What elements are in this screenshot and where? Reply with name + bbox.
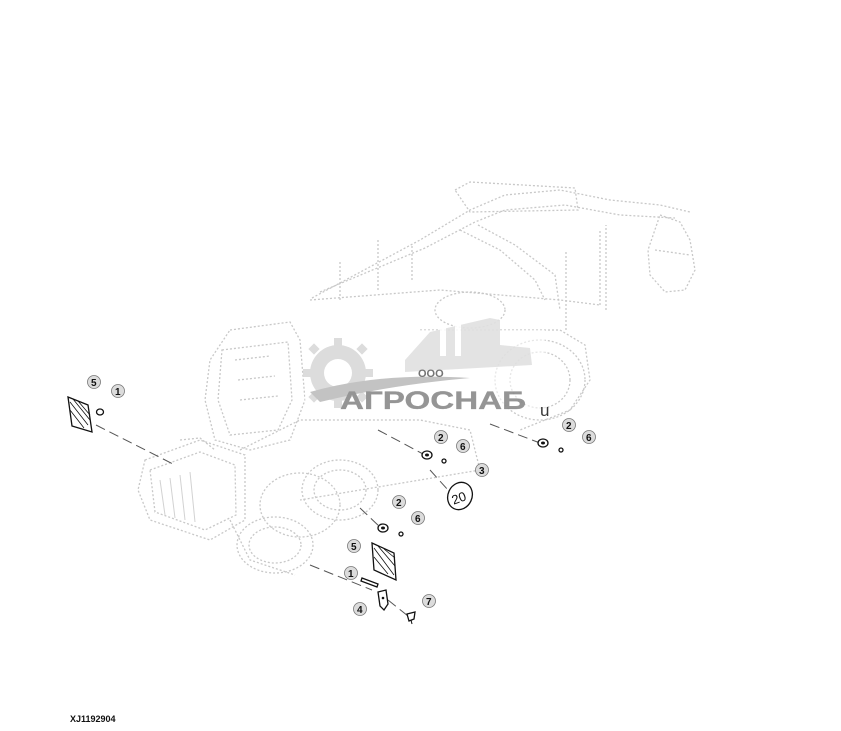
svg-text:2: 2 (438, 433, 444, 444)
forwarder-machine-outline (137, 181, 696, 576)
svg-text:4: 4 (357, 605, 363, 616)
callout-2-center: 2 (434, 430, 448, 444)
speed-plate-part-3: 20 (446, 481, 474, 511)
screw-part-7 (406, 611, 416, 625)
swoosh-shape (310, 376, 470, 402)
leader-lines (95, 423, 541, 617)
watermark-suffix: u (540, 401, 549, 420)
reflector-plate-part-5-lower (371, 541, 397, 582)
washer-part-2-right (537, 438, 549, 448)
drawing-code: XJ1192904 (70, 714, 116, 724)
svg-text:1: 1 (348, 569, 354, 580)
svg-text:1: 1 (115, 387, 121, 398)
svg-text:7: 7 (426, 597, 432, 608)
callout-3: 3 (475, 463, 489, 477)
watermark-logo: ООО АГРОСНАБ u (303, 318, 549, 420)
bracket-part-4 (377, 589, 389, 612)
bolt-part-6-right (558, 447, 564, 453)
callout-4: 4 (353, 602, 367, 616)
watermark-name: АГРОСНАБ (340, 387, 526, 415)
harvester-icon (405, 318, 532, 372)
callout-6-lower: 6 (411, 511, 425, 525)
svg-text:5: 5 (91, 378, 97, 389)
callout-6-right: 6 (582, 430, 596, 444)
callout-2-lower: 2 (392, 495, 406, 509)
callout-2-right: 2 (562, 418, 576, 432)
reflector-plate-part-5-left (67, 395, 93, 433)
callout-5-left: 5 (87, 375, 101, 389)
svg-text:6: 6 (460, 442, 466, 453)
speed-plate-number: 20 (449, 488, 468, 507)
callout-1-lower: 1 (344, 566, 358, 580)
callout-1-top: 1 (111, 384, 125, 398)
callout-6-center: 6 (456, 439, 470, 453)
watermark-prefix: ООО (418, 368, 444, 380)
washer-part-2-lower (377, 523, 389, 533)
bolt-part-6-lower (398, 531, 404, 537)
svg-text:6: 6 (415, 514, 421, 525)
washer-part-1-top (95, 408, 105, 416)
washer-part-2-center (421, 450, 433, 460)
svg-text:3: 3 (479, 466, 485, 477)
svg-text:2: 2 (566, 421, 572, 432)
callout-7: 7 (422, 594, 436, 608)
svg-text:5: 5 (351, 542, 357, 553)
callout-5-lower: 5 (347, 539, 361, 553)
bolt-part-1-lower (360, 577, 379, 588)
bolt-part-6-center (441, 458, 447, 464)
svg-text:2: 2 (396, 498, 402, 509)
svg-text:6: 6 (586, 433, 592, 444)
